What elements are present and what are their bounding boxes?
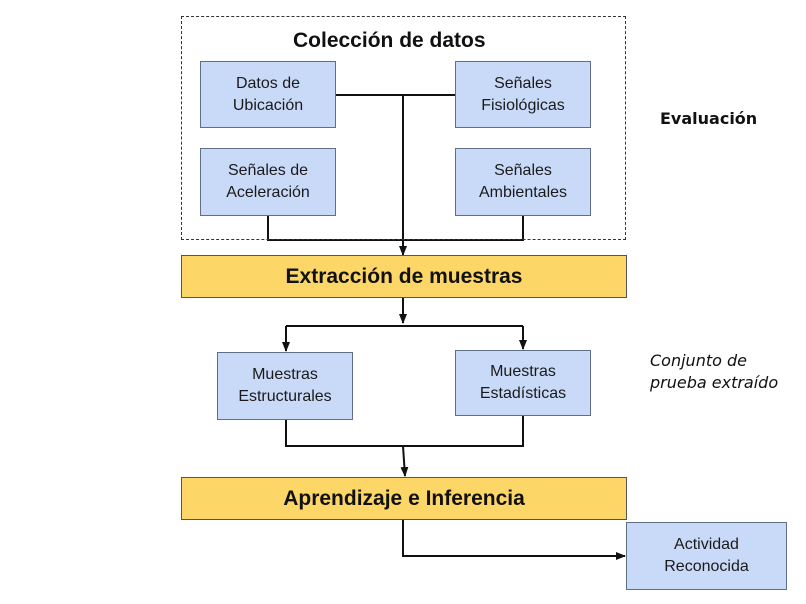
samples-merge-line [285,416,524,447]
sample-extraction-band: Extracción de muestras [181,255,627,298]
test-set-label: Conjunto de prueba extraído [650,351,779,392]
location-data-box: Datos de Ubicación [200,61,336,128]
data-collection-group [181,16,626,240]
learning-to-output-arrow [402,520,626,560]
statistical-samples-box: Muestras Estadísticas [455,350,591,416]
acceleration-signals-box: Señales de Aceleración [200,148,336,216]
recognized-activity-box: Actividad Reconocida [626,522,787,590]
collection-title: Colección de datos [293,29,486,52]
learning-inference-band: Aprendizaje e Inferencia [181,477,627,520]
samples-to-learning-arrow [400,445,409,477]
evaluation-label: Evaluación [660,109,758,128]
structural-samples-box: Muestras Estructurales [217,352,353,420]
physiological-signals-box: Señales Fisiológicas [455,61,591,128]
bottom-row-connector [267,216,524,241]
environmental-signals-box: Señales Ambientales [455,148,591,216]
